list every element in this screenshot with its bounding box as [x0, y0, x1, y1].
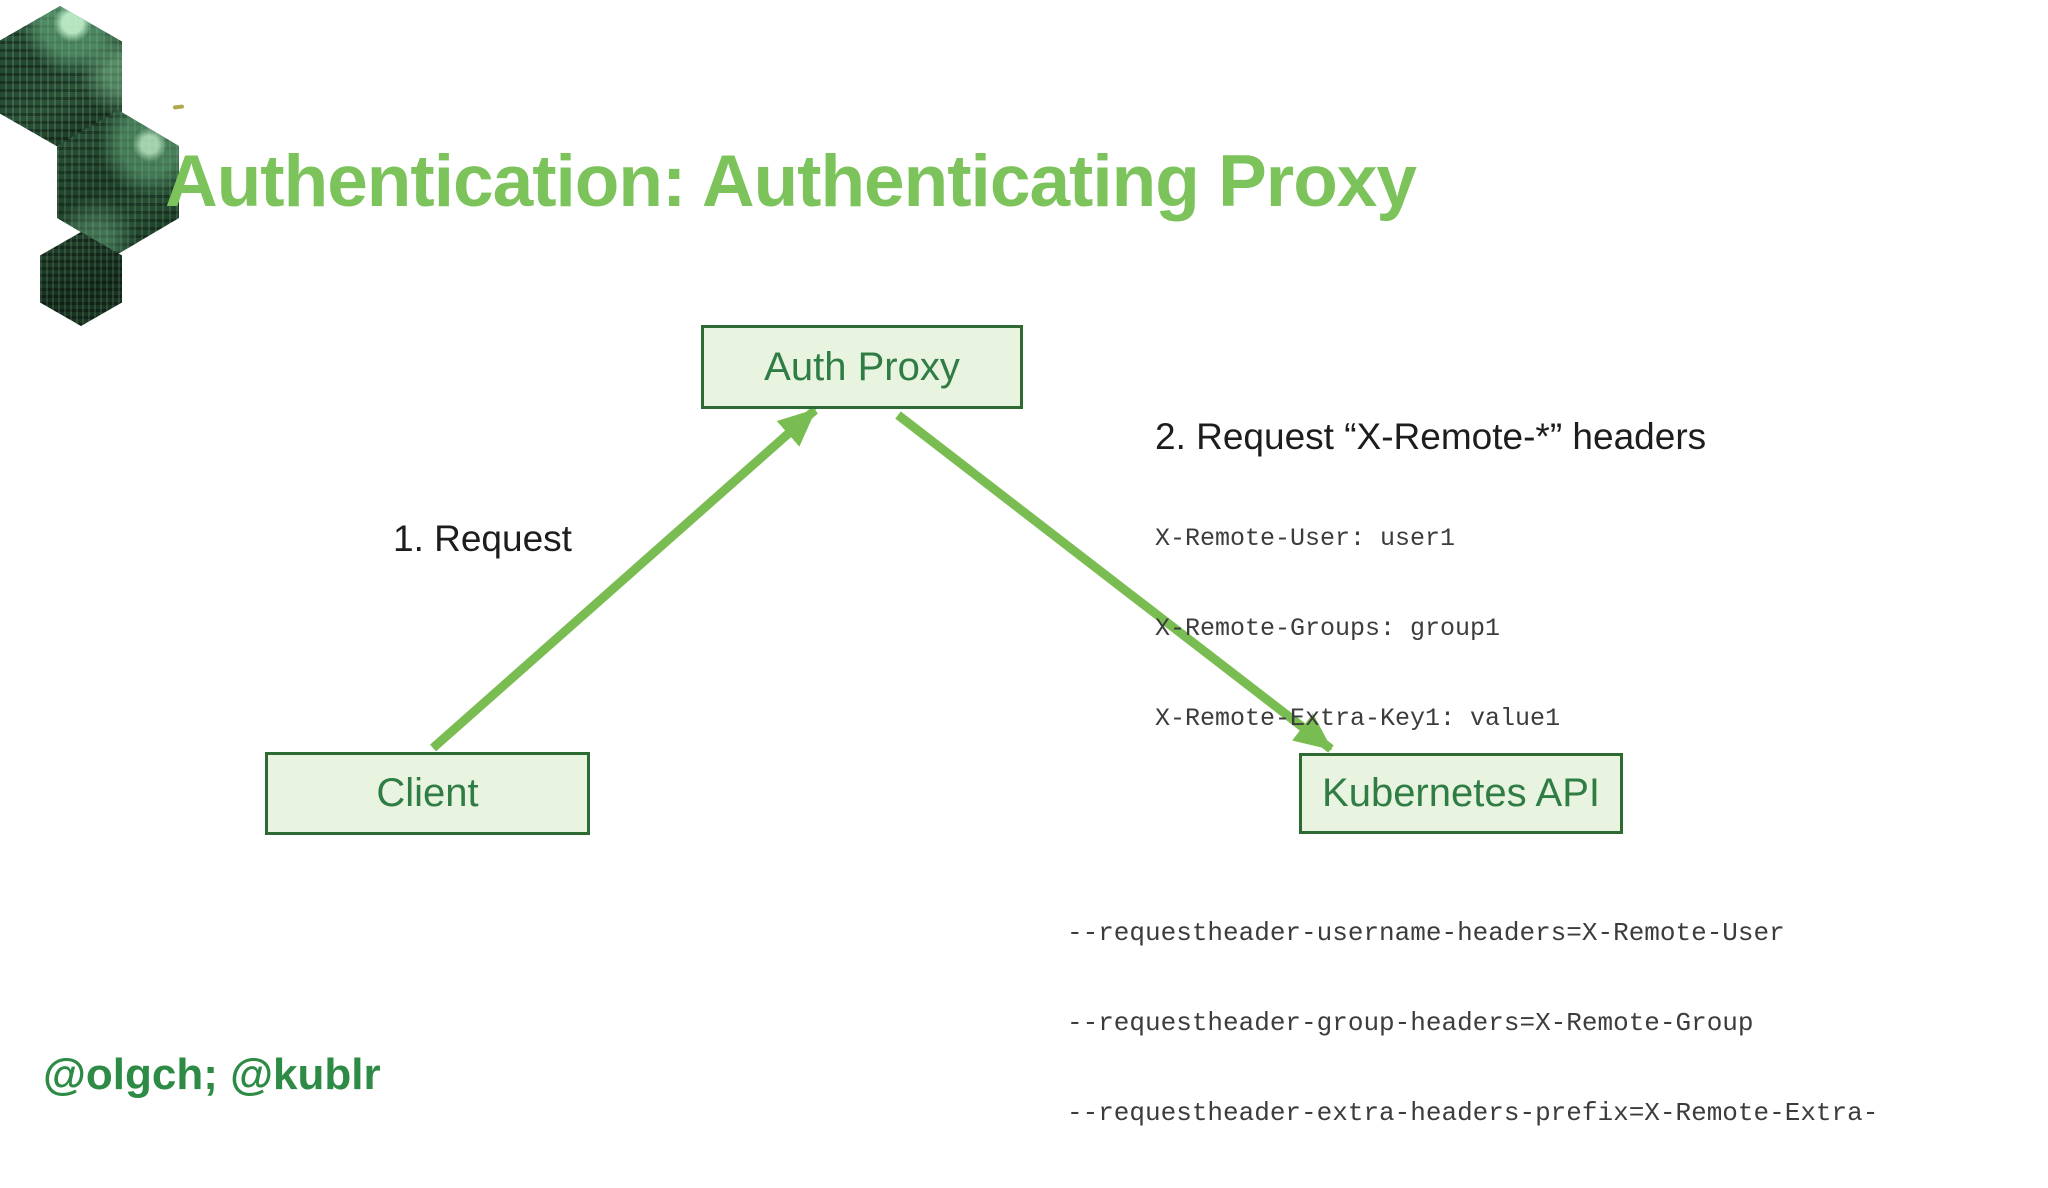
code-line-group-headers-flag: --requestheader-group-headers=X-Remote-G… [1067, 1008, 1754, 1038]
code-line-x-remote-groups: X-Remote-Groups: group1 [1155, 614, 1501, 643]
arrow-proxy-to-api [895, 411, 1334, 753]
edge-label-xremote-headers: 2. Request “X-Remote-*” headers [1155, 416, 1707, 457]
node-auth-proxy: Auth Proxy [701, 325, 1023, 409]
diagram-arrows [430, 406, 1334, 753]
footer-handles: @olgch; @kublr [43, 1050, 381, 1099]
node-client-label: Client [376, 771, 479, 815]
node-client: Client [265, 752, 590, 835]
arrow-client-to-proxy [430, 406, 818, 752]
node-auth-proxy-label: Auth Proxy [764, 344, 960, 389]
slide: Authentication: Authenticating Proxy Aut… [0, 6, 1879, 1128]
code-line-username-headers-flag: --requestheader-username-headers=X-Remot… [1067, 918, 1785, 948]
code-line-extra-headers-prefix-flag: --requestheader-extra-headers-prefix=X-R… [1067, 1098, 1879, 1128]
page-title: Authentication: Authenticating Proxy [165, 141, 1417, 222]
node-kubernetes-api-label: Kubernetes API [1322, 771, 1600, 815]
edge-label-request: 1. Request [393, 518, 572, 559]
request-headers-code: X-Remote-User: user1 X-Remote-Groups: gr… [1155, 464, 1560, 794]
api-server-flags-code: --requestheader-username-headers=X-Remot… [1067, 858, 1878, 1188]
code-line-x-remote-extra: X-Remote-Extra-Key1: value1 [1155, 704, 1561, 733]
node-kubernetes-api: Kubernetes API [1299, 753, 1623, 834]
code-line-x-remote-user: X-Remote-User: user1 [1155, 524, 1456, 553]
